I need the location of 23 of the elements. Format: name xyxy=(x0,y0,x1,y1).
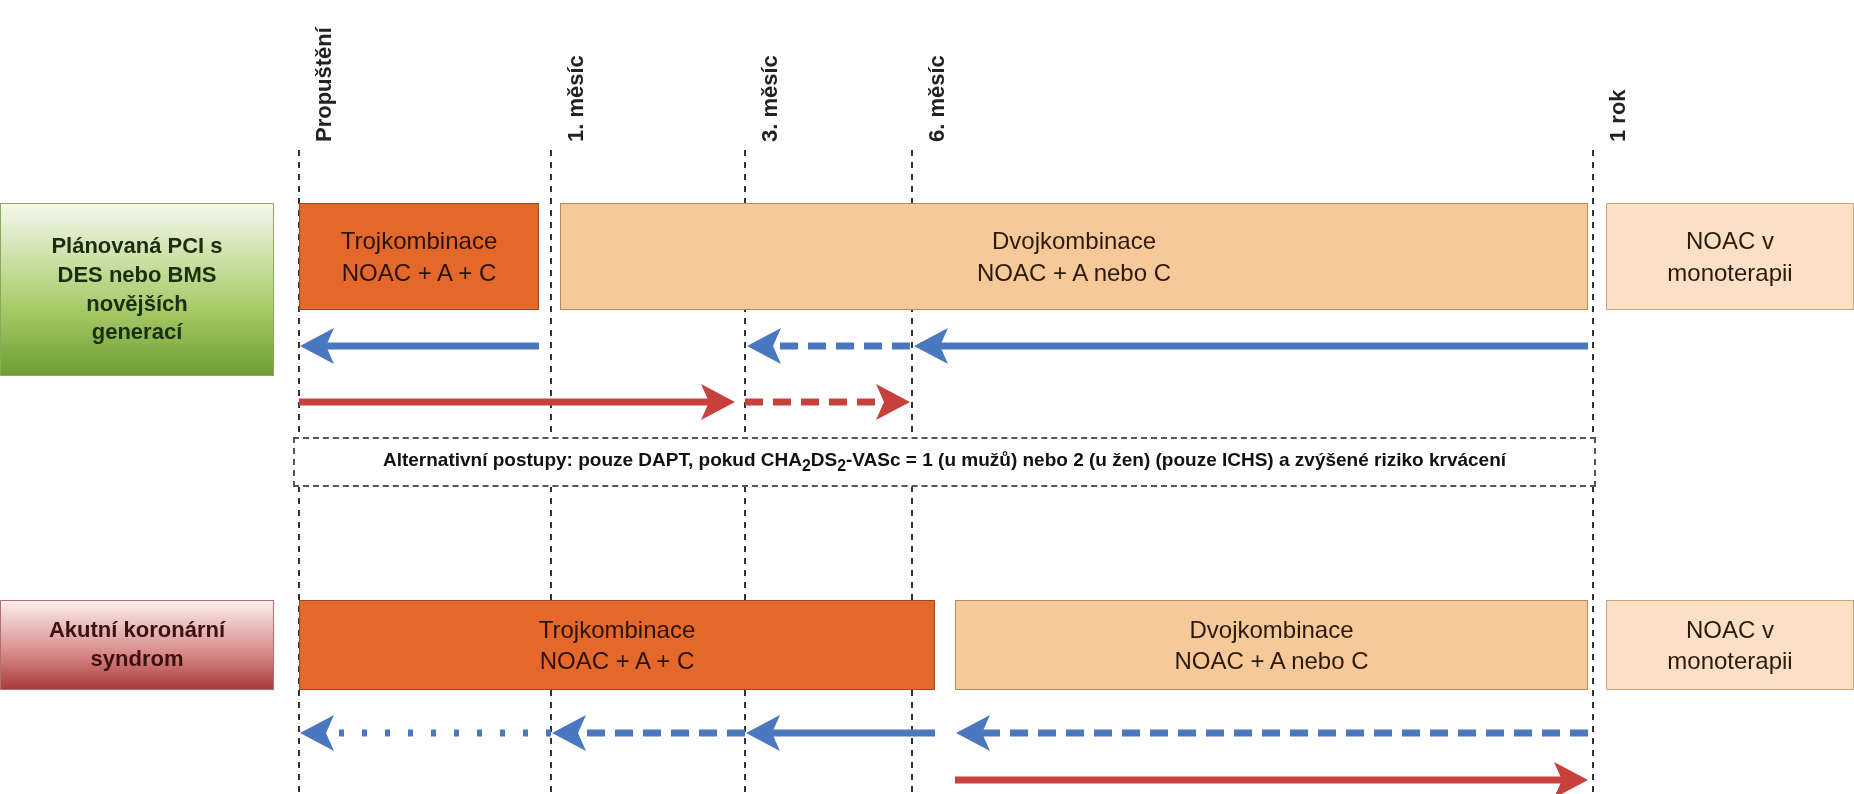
therapy-text: Trojkombinace NOAC + A + C xyxy=(339,226,499,288)
note-text: Alternativní postupy: pouze DAPT, pokud CHA$_{2}$DS$_{2}$-VASc = 1 (u mužů) nebo 2 (u žen) (pouze ICHS) a zvýšené riziko krvácení xyxy=(381,447,1508,476)
timeline-label: 3. měsíc xyxy=(757,55,783,142)
timeline-label: 1 rok xyxy=(1605,89,1631,142)
therapy-bar xyxy=(1606,600,1854,690)
therapy-text: Dvojkombinace NOAC + A nebo C xyxy=(1173,614,1370,676)
therapy-bar xyxy=(1606,203,1854,310)
timeline-label: Propuštění xyxy=(311,27,337,142)
therapy-text: NOAC v monoterapii xyxy=(1666,226,1794,288)
timeline-label: 1. měsíc xyxy=(563,55,589,142)
note-box xyxy=(293,437,1596,487)
therapy-bar xyxy=(560,203,1588,310)
therapy-bar xyxy=(955,600,1588,690)
category-text: Akutní koronární syndrom xyxy=(48,616,227,673)
category-label xyxy=(0,600,274,690)
therapy-text: Trojkombinace NOAC + A + C xyxy=(537,614,697,676)
therapy-bar xyxy=(299,600,935,690)
timeline-label: 6. měsíc xyxy=(924,55,950,142)
therapy-text: NOAC v monoterapii xyxy=(1666,614,1794,676)
category-text: Plánovaná PCI s DES nebo BMS novějších generací xyxy=(50,232,224,347)
therapy-text: Dvojkombinace NOAC + A nebo C xyxy=(975,226,1173,288)
category-label xyxy=(0,203,274,376)
therapy-bar xyxy=(299,203,539,310)
